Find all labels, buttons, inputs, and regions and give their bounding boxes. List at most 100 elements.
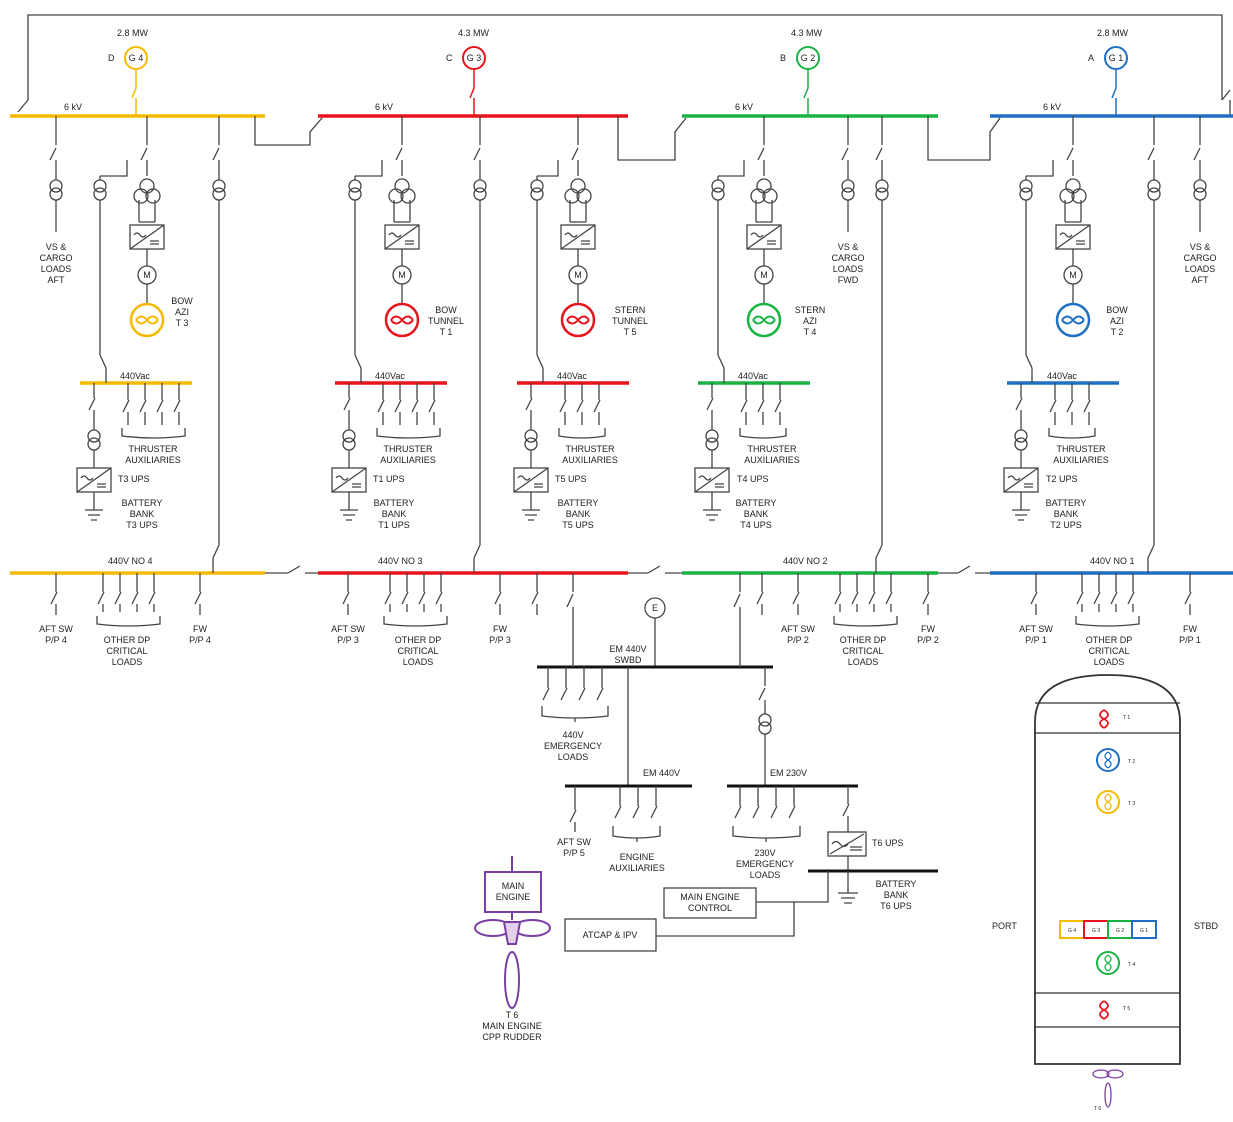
g2-name: G 2 — [801, 53, 816, 63]
svg-text:P/P 3: P/P 3 — [337, 635, 359, 645]
svg-text:BOW: BOW — [171, 296, 193, 306]
top-tie-line — [27, 14, 1223, 100]
propeller-hub — [502, 921, 522, 945]
svg-text:T3 UPS: T3 UPS — [118, 474, 150, 484]
svg-text:AFT: AFT — [1192, 275, 1210, 285]
g3-power: 4.3 MW — [458, 28, 490, 38]
bus-440vac-label-t2: 440Vac — [1047, 371, 1077, 381]
svg-text:G 4: G 4 — [1068, 928, 1076, 934]
svg-text:VS &: VS & — [46, 242, 67, 252]
main-440-branches — [50, 573, 1192, 627]
generator-g1: 2.8 MW A G 1 — [1088, 28, 1129, 115]
svg-text:T6 UPS: T6 UPS — [880, 901, 912, 911]
svg-text:P/P 1: P/P 1 — [1179, 635, 1201, 645]
svg-text:P/P 1: P/P 1 — [1025, 635, 1047, 645]
svg-text:BATTERY: BATTERY — [736, 498, 777, 508]
svg-text:BATTERY: BATTERY — [558, 498, 599, 508]
g4-power: 2.8 MW — [117, 28, 149, 38]
svg-text:THRUSTER: THRUSTER — [566, 444, 615, 454]
motor-label: M — [760, 270, 768, 280]
g2-power: 4.3 MW — [791, 28, 823, 38]
svg-text:FW: FW — [493, 624, 507, 634]
svg-text:TUNNEL: TUNNEL — [612, 316, 648, 326]
svg-text:CRITICAL: CRITICAL — [106, 646, 147, 656]
feeder-vs-cargo-fwd-g2: VS & CARGO LOADS FWD — [831, 116, 865, 285]
svg-text:LOADS: LOADS — [848, 657, 879, 667]
svg-text:T 5: T 5 — [624, 327, 637, 337]
ship-t4-icon — [1096, 951, 1120, 975]
bus-440vac-label-t5: 440Vac — [557, 371, 587, 381]
svg-text:CARGO: CARGO — [831, 253, 864, 263]
svg-text:T 2: T 2 — [1128, 759, 1135, 765]
svg-text:BOW: BOW — [435, 305, 457, 315]
svg-text:E: E — [652, 603, 658, 613]
svg-text:T 6: T 6 — [506, 1010, 519, 1020]
bus-tie-6kv-32 — [617, 116, 687, 161]
svg-text:T4 UPS: T4 UPS — [737, 474, 769, 484]
ship-t2-icon — [1096, 748, 1120, 772]
g1-letter: A — [1088, 53, 1094, 63]
svg-text:G 2: G 2 — [1116, 928, 1124, 934]
svg-text:BATTERY: BATTERY — [374, 498, 415, 508]
port-label: PORT — [992, 921, 1017, 931]
g4-name: G 4 — [129, 53, 144, 63]
svg-text:BATTERY: BATTERY — [1046, 498, 1087, 508]
svg-text:LOADS: LOADS — [1094, 657, 1125, 667]
svg-text:STERN: STERN — [795, 305, 826, 315]
svg-text:T2 UPS: T2 UPS — [1046, 474, 1078, 484]
svg-text:T 3: T 3 — [1128, 801, 1135, 807]
emergency-section: E EM 440V SWBD 440V EMERGENCY LOADS EM 4… — [537, 573, 938, 952]
feeder-vs-cargo-aft-g1: VS & CARGO LOADS AFT — [1183, 116, 1217, 285]
svg-text:LOADS: LOADS — [41, 264, 72, 274]
main-engine-control-box — [663, 887, 757, 919]
ship-layout: T 1 T 2 T 3 PORT STBD G 4 G 3 G 2 G 1 T … — [992, 674, 1219, 1112]
svg-text:THRUSTER: THRUSTER — [384, 444, 433, 454]
svg-text:THRUSTER: THRUSTER — [1057, 444, 1106, 454]
svg-text:P/P 4: P/P 4 — [45, 635, 67, 645]
svg-text:VS &: VS & — [1190, 242, 1211, 252]
bus-440vac-label-t3: 440Vac — [120, 371, 150, 381]
svg-text:FW: FW — [1183, 624, 1197, 634]
svg-text:G 1: G 1 — [1140, 928, 1148, 934]
ship-t6-icon — [1092, 1069, 1110, 1079]
svg-text:T5 UPS: T5 UPS — [562, 520, 594, 530]
svg-text:OTHER DP: OTHER DP — [104, 635, 151, 645]
bus-440v-no1-label: 440V NO 1 — [1090, 556, 1135, 566]
svg-text:ENGINE: ENGINE — [620, 852, 655, 862]
bus-tie-6kv-21 — [927, 116, 1001, 161]
svg-text:CPP RUDDER: CPP RUDDER — [482, 1032, 542, 1042]
g3-letter: C — [446, 53, 453, 63]
motor-label: M — [574, 270, 582, 280]
ship-t5-icon — [1099, 1000, 1109, 1020]
generator-g4: 2.8 MW D G 4 — [108, 28, 149, 115]
bus-tie-440-32 — [628, 565, 682, 574]
svg-text:CONTROL: CONTROL — [688, 903, 732, 913]
g4-letter: D — [108, 53, 115, 63]
svg-text:T 4: T 4 — [804, 327, 817, 337]
svg-text:BANK: BANK — [744, 509, 769, 519]
svg-text:T1 UPS: T1 UPS — [373, 474, 405, 484]
svg-text:AFT SW: AFT SW — [557, 837, 591, 847]
bus-440v-no4-label: 440V NO 4 — [108, 556, 153, 566]
svg-text:LOADS: LOADS — [1185, 264, 1216, 274]
svg-text:MAIN ENGINE: MAIN ENGINE — [680, 892, 740, 902]
thruster-labels: BOW AZI T 3 BOW TUNNEL T 1 STERN TUNNEL … — [171, 296, 1128, 337]
svg-text:T 1: T 1 — [1123, 715, 1130, 721]
svg-text:CARGO: CARGO — [1183, 253, 1216, 263]
svg-text:LOADS: LOADS — [833, 264, 864, 274]
svg-text:FW: FW — [921, 624, 935, 634]
svg-text:STERN: STERN — [615, 305, 646, 315]
tie-breaker-right — [1221, 89, 1231, 116]
svg-text:AZI: AZI — [803, 316, 817, 326]
svg-text:AFT SW: AFT SW — [781, 624, 815, 634]
svg-text:T 4: T 4 — [1128, 962, 1135, 968]
svg-text:BANK: BANK — [1054, 509, 1079, 519]
svg-text:TUNNEL: TUNNEL — [428, 316, 464, 326]
svg-text:EM 230V: EM 230V — [770, 768, 807, 778]
svg-text:P/P 5: P/P 5 — [563, 848, 585, 858]
bus-6kv-label-g4: 6 kV — [64, 102, 82, 112]
svg-text:BOW: BOW — [1106, 305, 1128, 315]
svg-text:OTHER DP: OTHER DP — [840, 635, 887, 645]
